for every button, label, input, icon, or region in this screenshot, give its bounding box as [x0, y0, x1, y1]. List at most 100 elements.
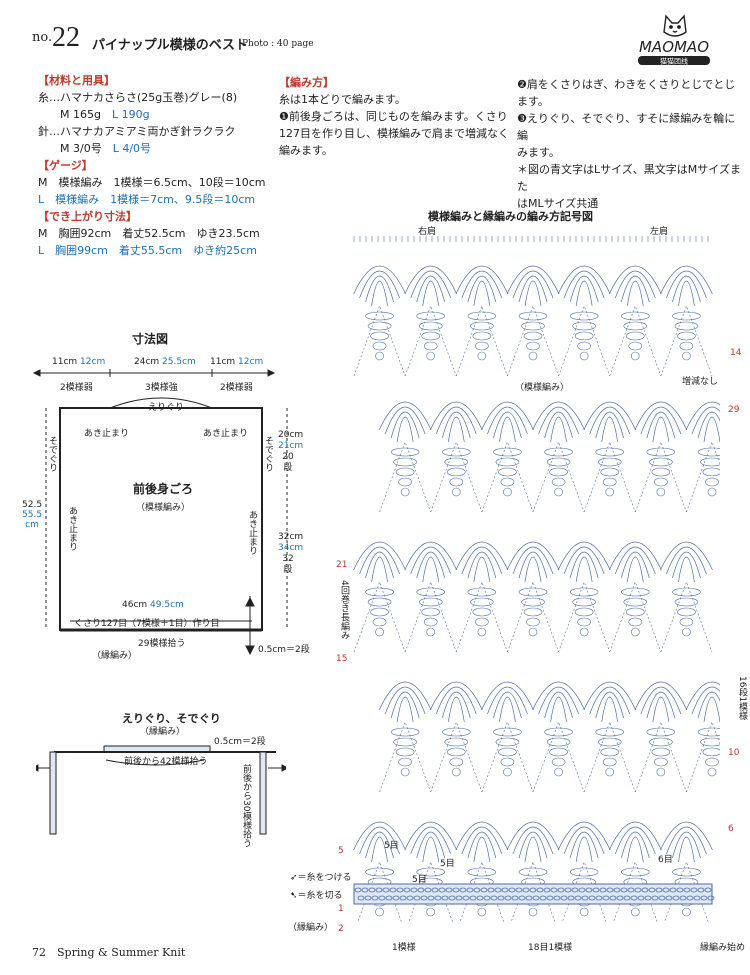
lace-arc	[563, 546, 605, 575]
lace-arc	[441, 411, 471, 439]
lace-arc	[499, 416, 516, 443]
edge-chain	[354, 887, 362, 893]
edging-chart-label: （縁編み）	[288, 923, 334, 933]
lace-arc	[467, 275, 497, 303]
hook-line: 針…ハマナカアミアミ両かぎ針ラクラク	[38, 125, 236, 138]
height-top: 20cm 21cm 20段	[278, 430, 304, 473]
lace-arc	[626, 836, 644, 863]
lace-arc	[481, 681, 534, 711]
lace-arc	[455, 821, 509, 851]
method-intro: 糸は1本どりで編みます。	[279, 93, 406, 106]
lace-arc	[512, 826, 554, 855]
edge-chain	[536, 887, 544, 893]
edge-chain	[445, 887, 453, 893]
lace-arc	[557, 541, 611, 571]
lace-arc	[608, 265, 662, 295]
lace-arc	[666, 546, 707, 575]
lace-arc	[634, 401, 688, 431]
edge-chain	[525, 895, 533, 901]
method-step3b: みます。	[517, 146, 560, 159]
lace-loop	[620, 587, 650, 597]
lace-loop	[572, 321, 596, 331]
lace-chain	[353, 305, 406, 377]
page-footer: 72 Spring & Summer Knit	[32, 944, 185, 960]
edge-chain	[655, 887, 663, 893]
lace-loop	[365, 587, 394, 597]
lace-arc	[660, 821, 713, 851]
lace-loop	[649, 737, 673, 747]
lace-arc	[416, 275, 446, 303]
dim-top-mid: 24cm 25.5cm	[134, 357, 196, 367]
lace-arc	[532, 401, 585, 431]
lace-chain	[532, 441, 585, 513]
lace-loop	[375, 627, 384, 637]
lace-loop	[654, 757, 668, 767]
lace-loop	[526, 341, 540, 351]
lace-arc	[435, 686, 477, 715]
lace-loop	[398, 757, 412, 767]
lace-arc	[506, 265, 560, 295]
lace-loop	[423, 617, 438, 627]
lace-loop	[620, 867, 650, 877]
lace-chain	[507, 581, 559, 653]
lace-arc	[685, 681, 720, 711]
lace-loop	[426, 907, 436, 917]
row-label-15: 15	[336, 654, 348, 664]
lace-loop	[416, 867, 446, 877]
edge-chain	[627, 887, 635, 893]
lace-arc	[384, 686, 426, 715]
edge-chain	[686, 895, 694, 901]
lace-arc	[512, 546, 554, 575]
lace-loop	[446, 747, 466, 757]
edge-chain	[571, 887, 579, 893]
lace-chain	[609, 581, 662, 653]
lace-loop	[672, 587, 701, 597]
lace-arc	[660, 265, 713, 295]
lace-loop	[416, 311, 446, 321]
lace-arc	[646, 411, 676, 439]
lace-chain	[664, 861, 709, 922]
edge-chain	[665, 895, 673, 901]
lace-arc	[371, 556, 388, 583]
lace-loop	[674, 321, 699, 331]
lace-loop	[416, 587, 446, 597]
lace-arc	[685, 401, 720, 431]
lace-arc	[353, 821, 406, 851]
lace-loop	[418, 321, 443, 331]
lace-arc	[524, 556, 542, 583]
lace-loop	[365, 311, 394, 321]
row-label-5: 5	[338, 846, 344, 856]
lace-loop	[426, 627, 436, 637]
lace-loop	[390, 447, 420, 457]
lace-loop	[569, 587, 599, 597]
lace-arc	[493, 411, 522, 439]
edge-chain	[637, 895, 645, 901]
lace-loop	[646, 447, 676, 457]
edge-chain	[578, 887, 586, 893]
photo-ref: Photo : 40 page	[242, 39, 314, 49]
lace-loop	[467, 311, 497, 321]
width-label: 46cm 49.5cm	[122, 600, 184, 610]
edge-chain	[602, 895, 610, 901]
lace-chain	[459, 861, 505, 922]
lace-arc	[608, 541, 662, 571]
finished-heading: 【でき上がり寸法】	[38, 210, 137, 223]
lace-loop	[400, 767, 410, 777]
lace-loop	[546, 737, 571, 747]
method-heading: 【編み方】	[279, 76, 334, 89]
lace-chain	[456, 305, 508, 377]
lace-loop	[495, 457, 520, 467]
eighteen-label: 18目1模様	[528, 943, 573, 953]
lace-arc	[626, 280, 644, 307]
lace-arc	[365, 551, 394, 579]
edge-chain	[385, 895, 393, 901]
edge-chain	[641, 887, 649, 893]
lace-chain	[583, 721, 636, 793]
edge-chain	[550, 887, 558, 893]
lace-loop	[498, 747, 517, 757]
lace-loop	[367, 597, 392, 607]
edge-chain	[413, 895, 421, 901]
lace-loop	[493, 727, 522, 737]
lace-arc	[410, 826, 452, 855]
lace-chain	[635, 721, 687, 793]
